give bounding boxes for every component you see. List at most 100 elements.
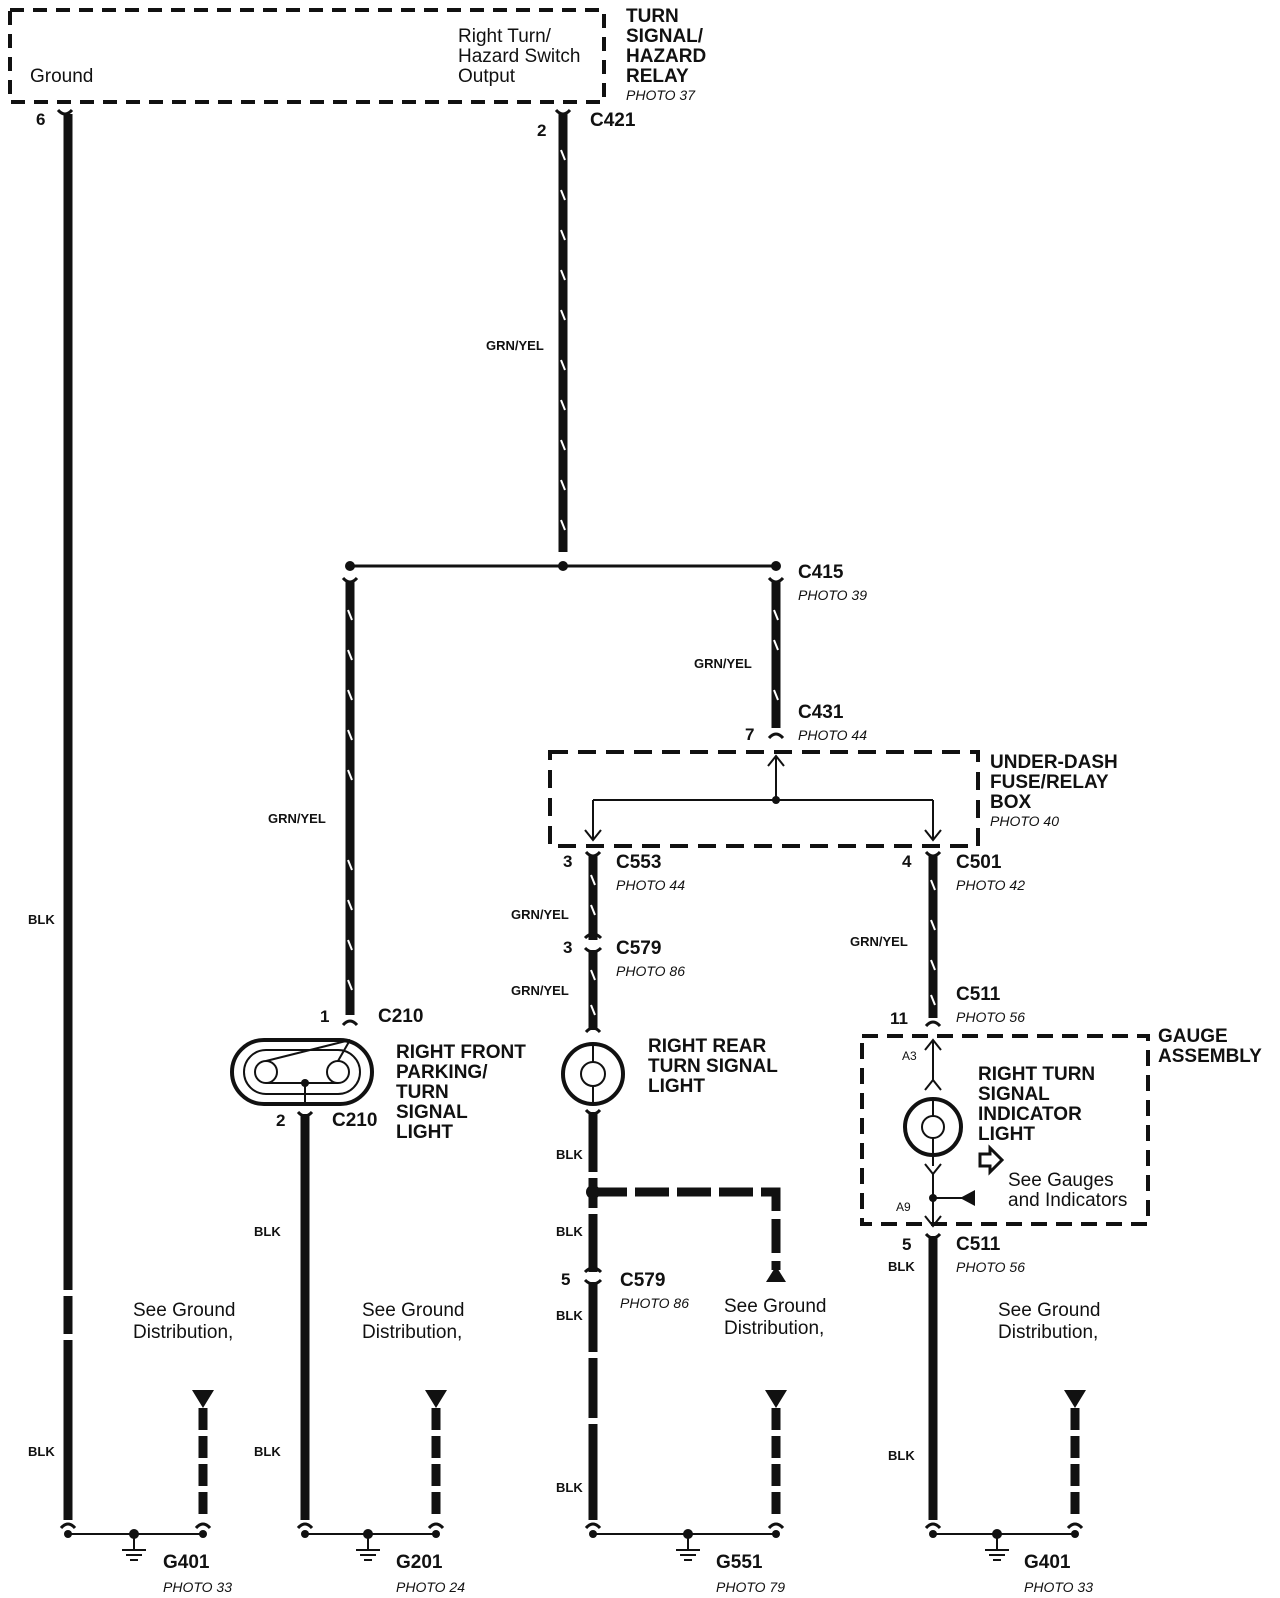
- blk-label-left-2: BLK: [28, 1444, 55, 1459]
- indicator-title-1: RIGHT TURN: [978, 1064, 1095, 1085]
- ground-point-g551: G551 PHOTO 79: [584, 1522, 785, 1595]
- indicator-title-3: INDICATOR: [978, 1104, 1082, 1125]
- gauge-title-2: ASSEMBLY: [1158, 1046, 1262, 1067]
- grnyel-label-front: GRN/YEL: [268, 811, 326, 826]
- relay-pin-6: 6: [36, 110, 45, 129]
- grnyel-label-rear-2: GRN/YEL: [511, 983, 569, 998]
- svg-text:Distribution,: Distribution,: [724, 1318, 824, 1339]
- c579-pin-3: 3: [563, 938, 572, 957]
- see-gauges-arrow-icon: [978, 1144, 1005, 1176]
- c431-label: C431: [798, 702, 844, 723]
- indicator-title-2: SIGNAL: [978, 1084, 1050, 1105]
- c421-label: C421: [590, 110, 636, 131]
- blk-label-front-2: BLK: [254, 1444, 281, 1459]
- c579-top-label: C579: [616, 938, 661, 959]
- front-light-housing: [230, 1038, 374, 1106]
- fusebox-photo: PHOTO 40: [990, 813, 1059, 829]
- c431-photo: PHOTO 44: [798, 727, 867, 743]
- fusebox-title-1: UNDER-DASH: [990, 752, 1118, 773]
- gauge-pin-a9: A9: [896, 1200, 911, 1214]
- svg-text:G401: G401: [1024, 1552, 1071, 1573]
- svg-text:See Ground: See Ground: [133, 1300, 235, 1321]
- front-light-title-3: TURN: [396, 1082, 449, 1103]
- c511-bottom-photo: PHOTO 56: [956, 1259, 1025, 1275]
- svg-text:PHOTO 33: PHOTO 33: [1024, 1579, 1093, 1595]
- rear-light-title-1: RIGHT REAR: [648, 1036, 767, 1057]
- blk-label-rear-1: BLK: [556, 1147, 583, 1162]
- relay-pin-6-terminal: [56, 108, 74, 116]
- c553-photo: PHOTO 44: [616, 877, 685, 893]
- rear-light-title-2: TURN SIGNAL: [648, 1056, 778, 1077]
- fusebox-pin-3: 3: [563, 852, 572, 871]
- front-pin-2: 2: [276, 1111, 285, 1130]
- ground-ref-4: See Ground Distribution,: [998, 1300, 1100, 1520]
- fusebox-title-3: BOX: [990, 792, 1032, 813]
- blk-label-front-1: BLK: [254, 1224, 281, 1239]
- grnyel-label-gauge: GRN/YEL: [850, 934, 908, 949]
- grnyel-label-main: GRN/YEL: [486, 338, 544, 353]
- blk-label-gauge-1: BLK: [888, 1259, 915, 1274]
- gauge-title-1: GAUGE: [1158, 1026, 1228, 1047]
- relay-output-label-3: Output: [458, 66, 516, 87]
- relay-title-3: HAZARD: [626, 46, 706, 67]
- c511-top-label: C511: [956, 984, 1001, 1005]
- rear-ground-jumper: [593, 1187, 781, 1270]
- front-light-title-5: LIGHT: [396, 1122, 453, 1143]
- ground-ref-2: See Ground Distribution,: [362, 1300, 464, 1520]
- c511-pin-11: 11: [890, 1009, 908, 1028]
- c501-label: C501: [956, 852, 1002, 873]
- c415-photo: PHOTO 39: [798, 587, 867, 603]
- svg-text:Distribution,: Distribution,: [133, 1322, 233, 1343]
- c511-top-photo: PHOTO 56: [956, 1009, 1025, 1025]
- blk-label-rear-2: BLK: [556, 1224, 583, 1239]
- c511-pin-5: 5: [902, 1235, 911, 1254]
- c579-top-photo: PHOTO 86: [616, 963, 685, 979]
- front-pin-1: 1: [320, 1007, 329, 1026]
- grnyel-label-rear-1: GRN/YEL: [511, 907, 569, 922]
- gauge-pin-a3: A3: [902, 1049, 917, 1063]
- svg-text:See Ground: See Ground: [998, 1300, 1100, 1321]
- relay-output-label-1: Right Turn/: [458, 26, 552, 47]
- c553-label: C553: [616, 852, 661, 873]
- relay-ground-label: Ground: [30, 66, 93, 87]
- blk-label-rear-4: BLK: [556, 1480, 583, 1495]
- svg-text:G401: G401: [163, 1552, 210, 1573]
- fusebox-pin-4: 4: [902, 852, 912, 871]
- relay-photo: PHOTO 37: [626, 87, 696, 103]
- see-gauges-2: and Indicators: [1008, 1190, 1127, 1211]
- fusebox-box: [548, 750, 980, 848]
- blk-label-rear-3: BLK: [556, 1308, 583, 1323]
- fusebox-pin-7: 7: [745, 725, 754, 744]
- svg-text:See Ground: See Ground: [724, 1296, 826, 1317]
- svg-text:G551: G551: [716, 1552, 763, 1573]
- front-light-title-1: RIGHT FRONT: [396, 1042, 526, 1063]
- svg-text:Distribution,: Distribution,: [362, 1322, 462, 1343]
- relay-pin-2: 2: [537, 121, 546, 140]
- ground-point-g401-left: G401 PHOTO 33: [59, 1522, 232, 1595]
- ground-point-g401-right: G401 PHOTO 33: [924, 1522, 1093, 1595]
- front-light-title-4: SIGNAL: [396, 1102, 468, 1123]
- indicator-title-4: LIGHT: [978, 1124, 1035, 1145]
- relay-output-label-2: Hazard Switch: [458, 46, 581, 67]
- relay-title-2: SIGNAL/: [626, 26, 704, 47]
- relay-title-4: RELAY: [626, 66, 689, 87]
- svg-text:PHOTO 33: PHOTO 33: [163, 1579, 232, 1595]
- grnyel-label-fusebox: GRN/YEL: [694, 656, 752, 671]
- blk-label-gauge-2: BLK: [888, 1448, 915, 1463]
- ground-ref-3: See Ground Distribution,: [724, 1296, 826, 1520]
- c579-bottom-photo: PHOTO 86: [620, 1295, 689, 1311]
- ground-ref-1: See Ground Distribution,: [133, 1300, 235, 1520]
- front-light-title-2: PARKING/: [396, 1062, 488, 1083]
- blk-label-left-1: BLK: [28, 912, 55, 927]
- ground-point-g201: G201 PHOTO 24: [296, 1522, 465, 1595]
- front-c210-top: C210: [378, 1006, 423, 1027]
- gauge-box: [860, 1034, 1150, 1226]
- fusebox-title-2: FUSE/RELAY: [990, 772, 1109, 793]
- svg-text:See Ground: See Ground: [362, 1300, 464, 1321]
- front-c210-bottom: C210: [332, 1110, 377, 1131]
- rear-light-title-3: LIGHT: [648, 1076, 705, 1097]
- svg-text:G201: G201: [396, 1552, 443, 1573]
- relay-pin-2-terminal: [554, 108, 572, 116]
- relay-title-1: TURN: [626, 6, 679, 27]
- c501-photo: PHOTO 42: [956, 877, 1025, 893]
